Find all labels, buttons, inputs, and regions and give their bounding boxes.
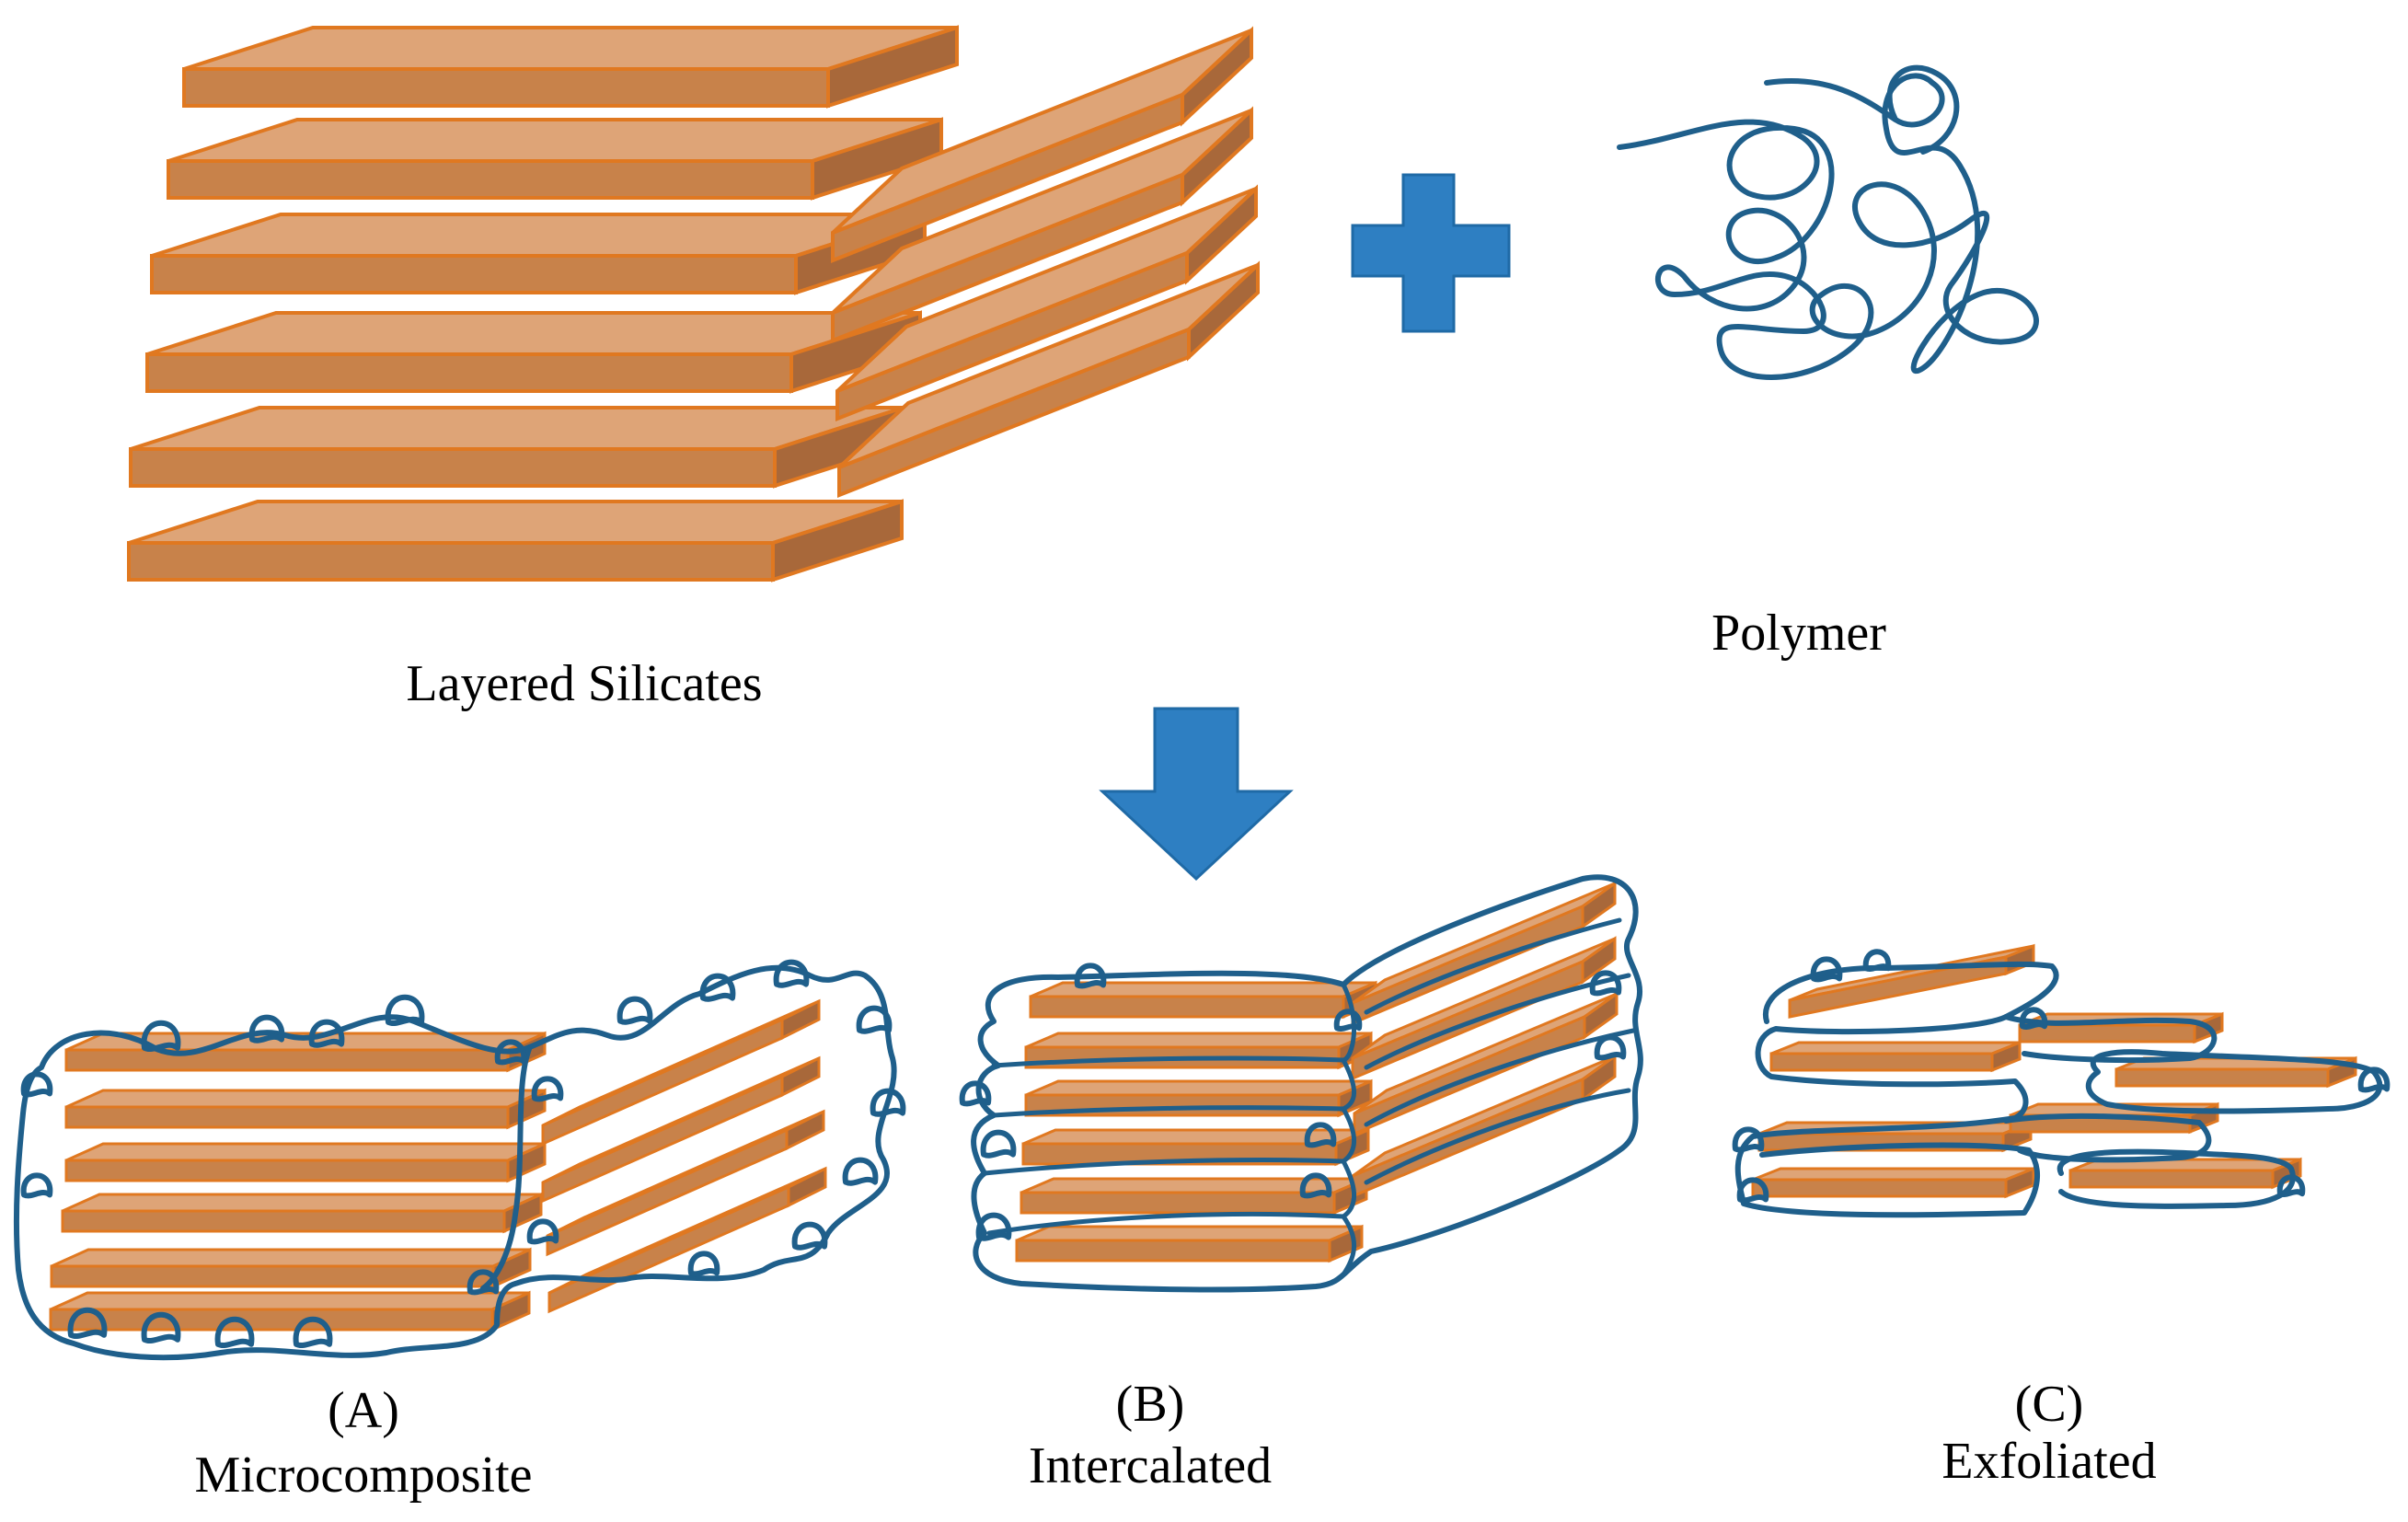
silicate-layer: [1029, 980, 1377, 1020]
silicate-layer: [182, 25, 959, 109]
polymer-chain: [2085, 1049, 2383, 1114]
silicate-layer: [167, 117, 943, 201]
polymer-chain: [616, 996, 653, 1025]
polymer-chain: [975, 1212, 1012, 1241]
polymer-label: Polymer: [1711, 605, 1886, 662]
silicate-layer: [1769, 1040, 2022, 1073]
silicate-layer: [150, 212, 927, 295]
layered-silicates-label: Layered Silicates: [406, 655, 763, 712]
silicate-layer: [541, 1055, 821, 1204]
microcomposite-letter: (A): [328, 1382, 399, 1439]
microcomposite-label: Microcomposite: [194, 1447, 533, 1504]
polymer-chain: [20, 1071, 53, 1098]
silicate-layer: [127, 499, 904, 582]
silicate-layer: [61, 1192, 543, 1234]
polymer-chain: [385, 995, 425, 1026]
polymer-chain: [1299, 1172, 1332, 1199]
polymer-chain: [1304, 1122, 1337, 1148]
layered-silicates-tilted: [831, 26, 1260, 498]
silicate-layer: [837, 260, 1260, 498]
silicate-layer: [64, 1141, 547, 1183]
polymer-chain: [480, 1046, 532, 1291]
polymer-chain: [980, 1129, 1017, 1159]
silicate-layer: [1015, 1224, 1364, 1263]
polymer-chain: [699, 973, 736, 1002]
polymer-chain: [1589, 970, 1622, 997]
polymer-chain: [467, 1269, 500, 1296]
polymer-chain: [308, 1019, 345, 1048]
silicate-layer: [2114, 1055, 2357, 1089]
polymer-chain: [687, 1251, 720, 1277]
silicate-layer: [1751, 1166, 2035, 1199]
polymer-chain: [67, 1308, 108, 1339]
polymer-chain: [870, 1088, 906, 1117]
polymer-chain: [1862, 949, 1892, 972]
silicate-layer: [2068, 1157, 2302, 1190]
polymer-chain: [20, 1172, 53, 1199]
plus-icon: [1351, 173, 1511, 333]
polymer-chain: [856, 1005, 893, 1034]
intercalated-letter: (B): [1115, 1376, 1185, 1433]
polymer-chain: [1736, 1177, 1769, 1204]
polymer-chain: [531, 1076, 564, 1102]
polymer-chain: [214, 1317, 255, 1348]
polymer-chain: [2276, 1174, 2306, 1197]
silicate-layer: [2018, 1011, 2224, 1044]
intercalated-structure: [959, 874, 1643, 1293]
silicate-layer: [1351, 936, 1617, 1081]
polymer-chain: [2357, 1067, 2391, 1093]
silicate-layer: [1353, 991, 1619, 1136]
polymer-chain: [1074, 963, 1107, 989]
layered-silicates-stack: [127, 25, 959, 582]
polymer-chain: [1341, 982, 1357, 1277]
polymer-chain: [293, 1317, 333, 1348]
silicate-layer: [145, 310, 922, 394]
exfoliated-letter: (C): [2014, 1376, 2084, 1433]
polymer-chain: [494, 1039, 527, 1066]
silicate-layer: [541, 998, 821, 1147]
polymer-chain: [141, 1312, 181, 1343]
silicate-layer: [546, 1109, 825, 1257]
polymer-chain: [1734, 961, 2059, 1218]
polymer-coil: [1617, 64, 2039, 380]
microcomposite-structure: [13, 959, 906, 1361]
silicate-layer: [831, 26, 1253, 263]
polymer-chain: [2003, 1014, 2218, 1064]
silicate-layer: [49, 1290, 531, 1332]
polymer-chain: [141, 1020, 181, 1052]
polymer-chain: [982, 1055, 1346, 1236]
polymer-chain: [526, 1218, 559, 1245]
polymer-chain: [1364, 917, 1636, 1185]
polymer-chain: [2019, 1007, 2048, 1030]
polymer-chain: [1810, 956, 1843, 983]
silicate-layer: [50, 1247, 532, 1289]
polymer-chain: [773, 959, 810, 988]
silicate-layer: [129, 405, 905, 489]
silicate-layer: [835, 184, 1258, 421]
polymer-chain: [2057, 1148, 2296, 1209]
polymer-chain: [248, 1014, 285, 1043]
polymer-chain: [959, 1080, 992, 1107]
down-arrow-icon: [1099, 707, 1294, 882]
exfoliated-structure: [1732, 943, 2391, 1218]
intercalated-label: Intercalated: [1028, 1437, 1273, 1494]
polymer-chain: [1333, 1009, 1363, 1032]
silicate-layer: [64, 1088, 547, 1130]
exfoliated-label: Exfoliated: [1941, 1433, 2157, 1490]
silicate-layer: [1788, 943, 2035, 1019]
silicate-layer: [831, 106, 1253, 343]
polymer-chain: [842, 1157, 879, 1186]
polymer-chain: [1732, 1126, 1765, 1153]
polymer-chain: [791, 1221, 828, 1251]
polymer-chain: [1594, 1034, 1627, 1061]
